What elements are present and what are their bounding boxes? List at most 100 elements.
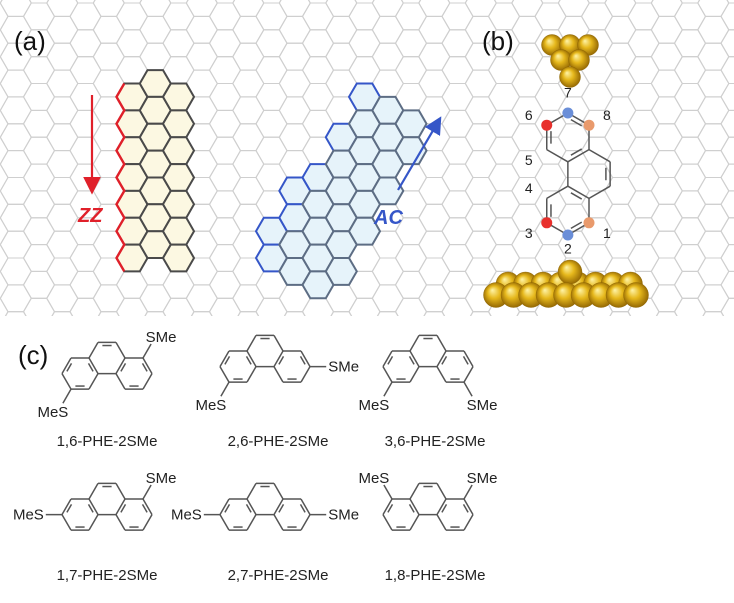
bond [273,335,284,352]
lattice-hexagon [720,217,734,246]
double-bond [245,503,252,513]
substituent-label: SMe [328,359,359,376]
substituent-bond [383,381,393,397]
double-bond [120,362,127,372]
lattice-hexagon [511,0,544,17]
lattice-hexagon [557,0,590,17]
lattice-hexagon [208,297,242,316]
lattice-hexagon [534,2,567,31]
lattice-hexagon [278,0,311,17]
position-label-2: 2 [564,240,572,256]
bond [382,498,393,515]
lattice-hexagon [720,136,734,165]
lattice-hexagon [418,203,451,232]
bond [382,366,393,383]
lattice-hexagon [441,270,474,299]
substituent-label: MeS [171,507,202,524]
lattice-hexagon [0,123,32,152]
lattice-hexagon [4,311,27,316]
lattice-hexagon [720,244,734,272]
lattice-hexagon [115,29,149,58]
panel-label-c: (c) [18,340,48,370]
lattice-hexagon [0,82,9,111]
bond [219,498,230,515]
lattice-hexagon [418,176,451,205]
lattice-hexagon [69,82,102,111]
double-bond [278,503,285,513]
lattice-hexagon [46,257,79,286]
substituent-bond [220,381,230,397]
lattice-hexagon [97,311,120,316]
lattice-hexagon [720,82,734,111]
lattice-hexagon [697,42,730,71]
bond [115,514,126,531]
lattice-hexagon [301,29,335,58]
lattice-hexagon [283,311,306,316]
double-bond [387,503,394,513]
zigzag-edge [115,82,126,273]
lattice-hexagon [650,176,683,205]
bond [436,498,447,515]
bond [61,498,72,515]
lattice-hexagon [487,217,521,246]
lattice-hexagon [232,284,265,313]
lattice-hexagon [720,270,734,299]
lattice-hexagon [46,15,79,44]
lattice-hexagon [22,56,56,85]
lattice-hexagon [604,42,637,71]
lattice-hexagon [46,284,79,313]
lattice-hexagon [46,42,79,71]
substituent-bond [142,343,152,359]
double-bond [224,355,231,365]
lattice-hexagon [371,42,404,71]
double-bond [245,355,252,365]
bond [115,373,126,390]
lattice-hexagon [557,150,590,179]
bond [142,373,153,390]
lattice-hexagon [0,270,9,299]
lattice-hexagon [139,0,172,17]
bond [142,514,153,531]
lattice-hexagon [721,325,734,352]
lattice-hexagon [697,284,730,313]
lattice-hexagon [697,257,730,286]
lattice-hexagon [325,42,358,71]
lattice-hexagon [627,82,660,111]
lattice-hexagon [46,69,79,98]
lattice-hexagon [441,109,474,138]
lattice-hexagon [372,339,403,366]
lattice-hexagon [139,42,172,71]
bond [246,350,257,367]
bond [409,514,420,531]
molecule-name: 3,6-PHE-2SMe [385,433,486,450]
lattice-hexagon [0,0,32,17]
lattice-hexagon [0,163,9,192]
lattice-hexagon [534,82,567,111]
lattice-hexagon [464,123,497,152]
zigzag-strip [115,69,196,273]
lattice-hexagon [232,96,265,125]
lattice-hexagon [371,284,404,313]
lattice-hexagon [650,150,683,179]
double-bond [299,503,306,513]
lattice-hexagon [0,230,32,259]
bond [219,514,230,531]
panel-label-a: (a) [14,26,46,56]
lattice-hexagon [301,2,335,31]
lattice-hexagon [604,123,637,152]
lattice-hexagon [208,136,242,165]
double-bond [141,503,148,513]
lattice-hexagon [512,339,543,366]
bond [61,514,72,531]
lattice-hexagon [651,339,682,366]
lattice-hexagon [208,109,242,138]
bond [436,483,447,500]
lattice-hexagon [278,42,311,71]
substituent-label: MeS [37,404,68,421]
lattice-hexagon [650,257,683,286]
lattice-hexagon [441,244,474,272]
lattice-hexagon [650,123,683,152]
